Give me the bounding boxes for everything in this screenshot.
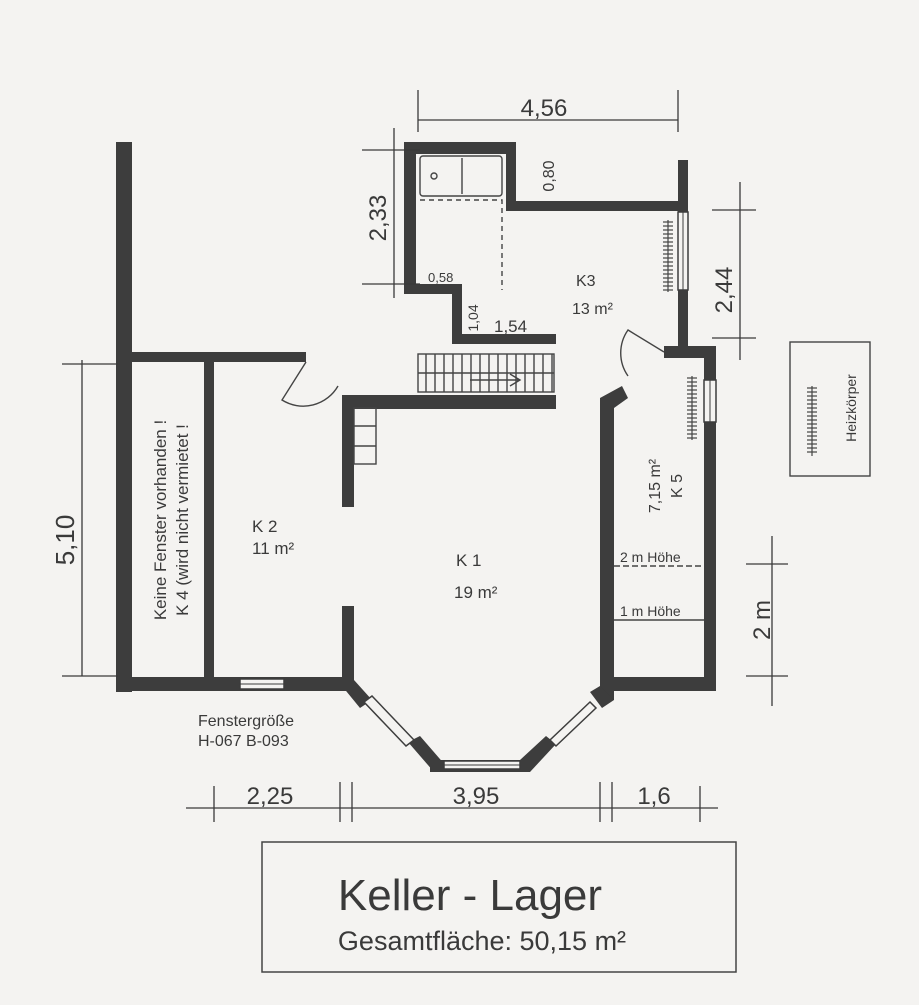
radiator-k3: [663, 220, 673, 292]
wall-bottom-left: [116, 677, 354, 691]
dim-top-left-height: 2,33: [365, 195, 392, 242]
dim-wc-gap: 0,80: [541, 160, 558, 191]
dim-left-height: 5,10: [50, 515, 80, 566]
radiator-icon: [807, 386, 817, 456]
room-k1-name: K 1: [456, 551, 482, 570]
dimension-lines: [62, 90, 788, 822]
window-bay-left: [362, 695, 416, 747]
wall-wc-bottom: [404, 284, 462, 294]
dim-bottom-k5: 1,6: [637, 783, 670, 810]
room-k4-note-1: Keine Fenster vorhanden !: [151, 420, 170, 620]
dim-step-width: 1,54: [494, 317, 527, 336]
title: Keller - Lager: [338, 871, 602, 920]
window-note-size: H-067 B-093: [198, 733, 289, 750]
title-box: Keller - Lager Gesamtfläche: 50,15 m²: [261, 841, 737, 973]
room-k5-name: K 5: [669, 474, 686, 498]
stairs: [417, 353, 555, 393]
wall-k4-k2: [204, 362, 214, 677]
room-k5-height-2m: 2 m Höhe: [620, 549, 681, 565]
wall-k1-top: [342, 395, 556, 409]
wall-k1-k5: [600, 386, 628, 700]
shower-tray: [419, 155, 503, 290]
shelf: [353, 407, 377, 465]
room-k5-area: 7,15 m²: [647, 458, 664, 513]
legend-box: Heizkörper: [789, 341, 871, 477]
legend-label: Heizkörper: [843, 374, 859, 442]
window-note-title: Fenstergröße: [198, 713, 294, 730]
room-k3-name: K3: [576, 273, 596, 290]
dim-k5-height: 2 m: [749, 600, 776, 640]
doors: [281, 329, 665, 407]
wall-wc-left: [404, 142, 416, 294]
room-k5-height-1m: 1 m Höhe: [620, 603, 681, 619]
wall-step-vertical: [452, 284, 462, 344]
wall-left-outer: [116, 142, 132, 692]
wall-k3-top: [506, 201, 688, 211]
wall-wc-top: [404, 142, 516, 154]
room-k2-area: 11 m²: [252, 539, 295, 558]
dim-bottom-k2: 2,25: [247, 783, 294, 810]
windows: [239, 211, 717, 770]
dim-bottom-k1: 3,95: [453, 783, 500, 810]
wall-bay-right-top: [590, 686, 614, 708]
dim-step-height: 1,04: [465, 304, 481, 331]
dim-k3-height: 2,44: [711, 267, 738, 314]
wall-wc-right: [506, 142, 516, 210]
wall-k5-bottom: [600, 677, 716, 691]
walls: [116, 142, 716, 772]
room-k3-area: 13 m²: [572, 301, 614, 318]
wall-k2-k1-lower: [342, 606, 354, 686]
door-k2: [281, 361, 339, 407]
wall-k5-top: [664, 346, 716, 358]
door-k5: [620, 329, 665, 377]
dim-top-width: 4,56: [521, 95, 568, 122]
wall-step-horizontal: [452, 334, 556, 344]
dim-wc-width: 0,58: [428, 270, 453, 285]
window-bay-right: [548, 700, 598, 748]
subtitle: Gesamtfläche: 50,15 m²: [338, 926, 626, 956]
radiator-k5: [687, 376, 697, 440]
room-k2-name: K 2: [252, 517, 278, 536]
wall-k2-top: [116, 352, 306, 362]
wall-k5-right: [704, 346, 716, 691]
room-k1-area: 19 m²: [454, 583, 498, 602]
wall-k2-k1-upper: [342, 395, 354, 507]
room-k4-note-2: K 4 (wird nicht vermietet !: [173, 424, 192, 616]
